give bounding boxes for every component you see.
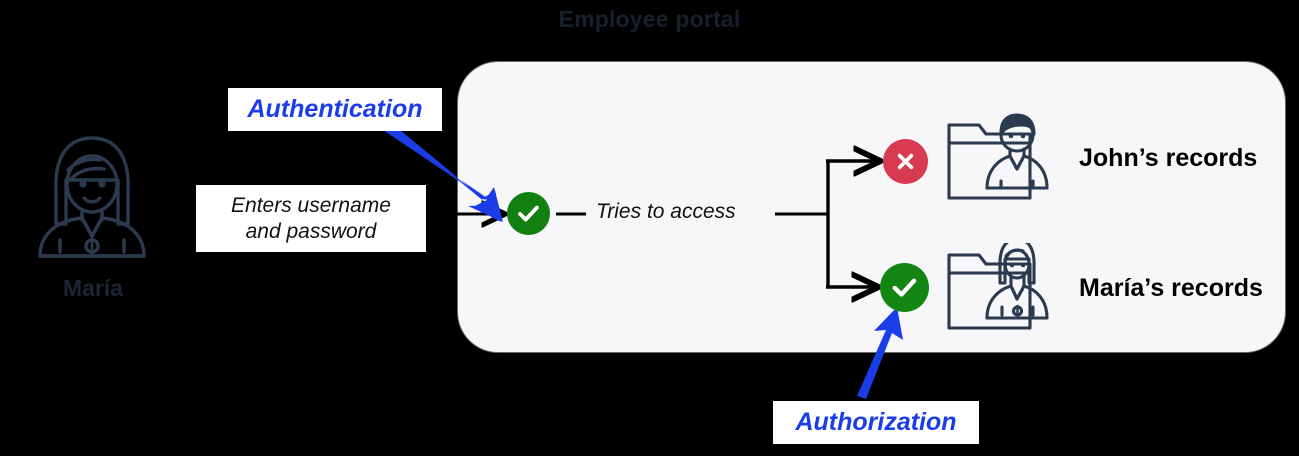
check-circle-icon <box>880 263 929 312</box>
folder-female-user-icon <box>946 237 1051 331</box>
employee-portal-card <box>458 62 1285 352</box>
x-circle-icon <box>883 139 928 184</box>
enter-credentials-step: Enters username and password <box>196 185 426 252</box>
authentication-callout: Authentication <box>228 88 442 131</box>
check-circle-icon <box>507 192 550 235</box>
authorization-callout: Authorization <box>773 401 979 444</box>
credentials-line-1: Enters username <box>231 193 391 217</box>
actor-name-label: María <box>62 275 124 301</box>
page-title: Employee portal <box>558 6 741 32</box>
tries-to-access-label: Tries to access <box>596 200 736 223</box>
john-records-label: John’s records <box>1079 144 1258 172</box>
maria-records-label: María’s records <box>1079 274 1263 302</box>
credentials-line-2: and password <box>245 219 377 243</box>
folder-male-user-icon <box>946 113 1051 201</box>
female-user-avatar-icon <box>26 128 158 260</box>
